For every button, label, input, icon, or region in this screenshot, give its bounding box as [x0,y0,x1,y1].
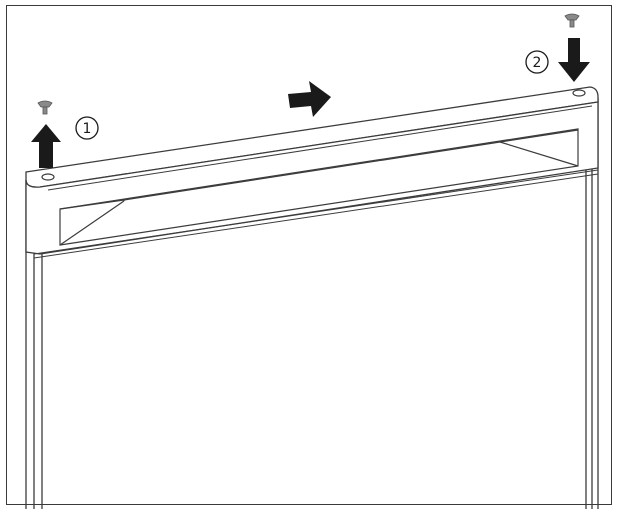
screw-icon [37,100,53,115]
arrow-up-icon [31,124,61,168]
arrow-right-icon [288,81,331,117]
callout-step-1-label: 1 [83,121,92,137]
callout-step-2: 2 [525,50,549,74]
screw-hole-right [572,89,586,97]
callout-step-1: 1 [75,116,99,140]
screw-hole-left [41,173,55,181]
callout-step-2-label: 2 [533,55,542,71]
arrow-down-icon [558,38,590,82]
grip-recess [59,128,579,246]
screw-icon [564,13,580,28]
